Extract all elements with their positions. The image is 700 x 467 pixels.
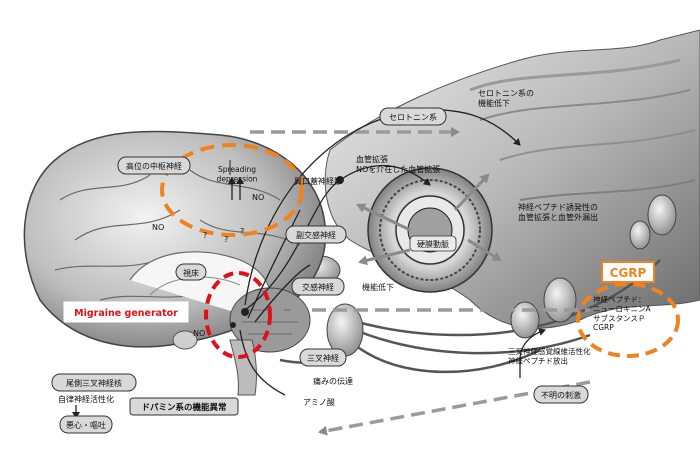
- neuropeptide-leak-label: 神経ペプチド誘発性の血管拡張と血管外漏出: [518, 202, 598, 222]
- ganglion-node: [336, 176, 344, 184]
- trigeminal-nerve-label: 三叉神経: [307, 353, 339, 363]
- migraine-generator-label: Migraine generator: [74, 308, 178, 319]
- function-lower-label: 機能低下: [362, 282, 394, 292]
- generator-node-small: [230, 322, 236, 328]
- pain-transmission-label: 痛みの伝達: [313, 376, 353, 386]
- sympathetic-label: 交感神経: [302, 282, 334, 292]
- dopamine-label: ドパミン系の機能異常: [141, 402, 226, 413]
- trigeminal-activation-label: 三叉神経感覚線維活性化神経ペプチド放出: [508, 346, 591, 365]
- parasympathetic-label: 副交感神経: [296, 230, 336, 240]
- dura-artery-label: 硬膜動脈: [417, 239, 449, 249]
- spreading-depression-ring: [160, 143, 304, 237]
- no-label-upper: NO: [252, 193, 264, 202]
- blood-vessel: [324, 29, 700, 329]
- gray-block-arrows: [356, 173, 502, 266]
- higher-center-label: 高位の中枢神経: [126, 161, 182, 171]
- caudal-trigeminal-label: 尾側三叉神経核: [66, 378, 122, 388]
- autonomic-label: 自律神経活性化: [58, 394, 114, 404]
- neuropeptide-ring: [576, 282, 680, 358]
- migraine-generator-ring: [204, 271, 272, 359]
- thalamus-label: 視床: [183, 268, 199, 278]
- unknown-stimulus-label: 不明の刺激: [541, 390, 581, 400]
- serotonin-lower-label: セロトニン系の機能低下: [478, 88, 534, 108]
- amino-acid-label: アミノ酸: [303, 397, 335, 407]
- generator-node: [241, 308, 249, 316]
- no-label-left: NO: [152, 223, 164, 232]
- question-label-2: ?: [224, 235, 228, 244]
- pterygopalatine-label: 翼口蓋神経節: [294, 176, 342, 186]
- question-label-3: ?: [240, 227, 244, 236]
- cgrp-label: CGRP: [610, 266, 647, 280]
- question-label-1: ?: [203, 231, 207, 240]
- no-label-lower: NO: [193, 329, 205, 338]
- serotonin-system-label: セロトニン系: [389, 112, 437, 122]
- nausea-label: 悪心・嘔吐: [66, 421, 106, 430]
- label-boxes: [51, 107, 655, 434]
